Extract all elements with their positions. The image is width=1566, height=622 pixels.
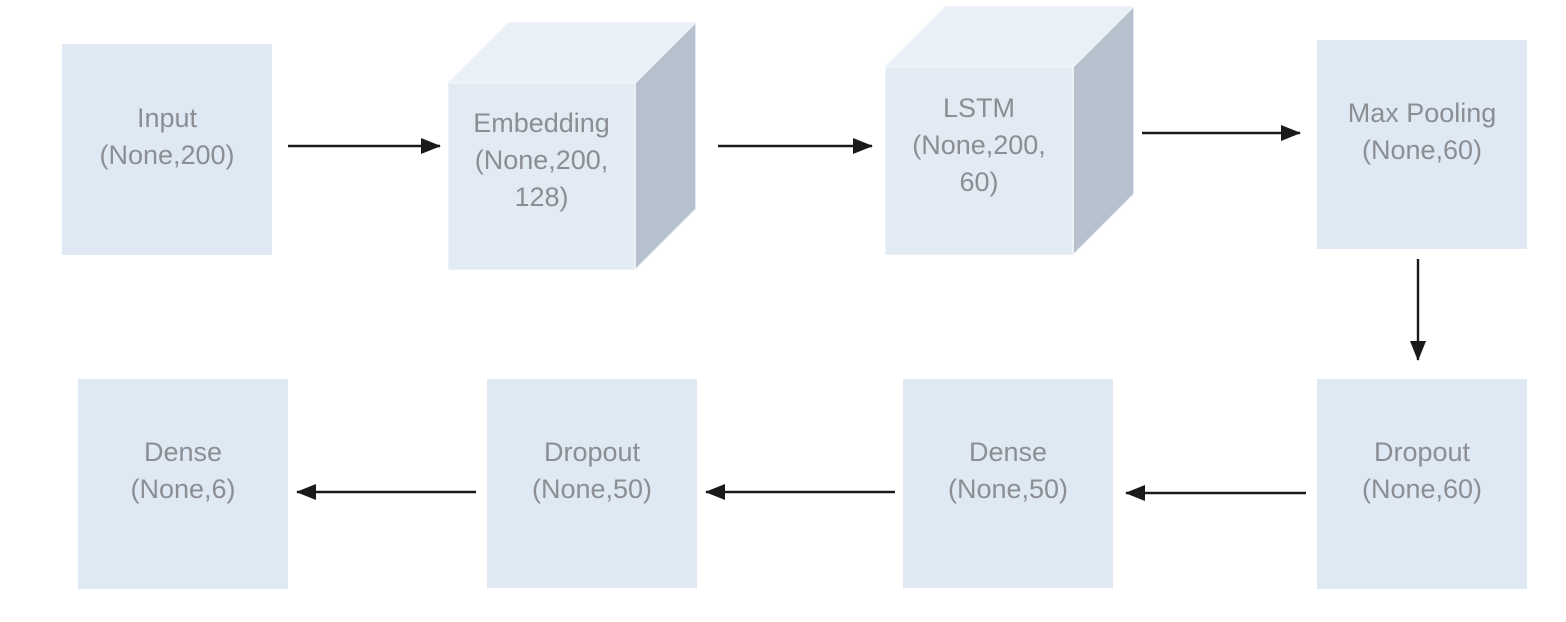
layer-output-shape: (None,200, xyxy=(474,145,609,175)
layer-name: Max Pooling xyxy=(1347,97,1497,128)
node-dropout-2-label: Dropout (None,50) xyxy=(487,366,697,575)
layer-output-shape: (None,60) xyxy=(1361,134,1483,165)
cube-front-face xyxy=(448,82,636,270)
cube-shape xyxy=(885,6,1134,255)
layer-name: LSTM xyxy=(942,92,1015,123)
node-input-label: Input (None,200) xyxy=(62,31,272,242)
node-dense-2-label: Dense (None,6) xyxy=(78,366,288,576)
layer-output-shape: (None,200, xyxy=(912,129,1046,160)
node-lstm: LSTM (None,200, 60) xyxy=(885,6,1134,255)
node-embedding: Embedding (None,200, 128) xyxy=(448,22,696,270)
node-dense-1: Dense (None,50) xyxy=(903,379,1113,588)
node-lstm-label: LSTM (None,200, 60) xyxy=(885,51,1073,239)
layer-name: Dropout xyxy=(1373,437,1471,467)
cube-front-face xyxy=(885,66,1074,255)
layer-name: Dense xyxy=(143,437,223,467)
layer-output-shape: 128) xyxy=(514,182,569,212)
node-dropout-1: Dropout (None,60) xyxy=(1317,379,1527,589)
layer-output-shape: (None,60) xyxy=(1361,474,1483,504)
layer-output-shape: 60) xyxy=(959,166,999,197)
node-dropout-2: Dropout (None,50) xyxy=(487,379,697,588)
node-dropout-1-label: Dropout (None,60) xyxy=(1317,366,1527,576)
node-embedding-label: Embedding (None,200, 128) xyxy=(448,67,635,254)
cube-shape xyxy=(448,22,696,270)
layer-output-shape: (None,50) xyxy=(531,473,653,504)
node-input: Input (None,200) xyxy=(62,44,272,255)
node-max-pooling-label: Max Pooling (None,60) xyxy=(1317,27,1527,236)
node-dense-1-label: Dense (None,50) xyxy=(903,366,1113,575)
layer-output-shape: (None,50) xyxy=(947,473,1069,504)
node-max-pooling: Max Pooling (None,60) xyxy=(1317,40,1527,249)
layer-name: Dense xyxy=(968,436,1048,467)
layer-name: Dropout xyxy=(543,436,641,467)
layer-name: Embedding xyxy=(473,108,610,138)
layer-name: Input xyxy=(136,102,198,133)
layer-output-shape: (None,200) xyxy=(99,139,235,170)
node-dense-2: Dense (None,6) xyxy=(78,379,288,589)
layer-output-shape: (None,6) xyxy=(130,474,236,504)
